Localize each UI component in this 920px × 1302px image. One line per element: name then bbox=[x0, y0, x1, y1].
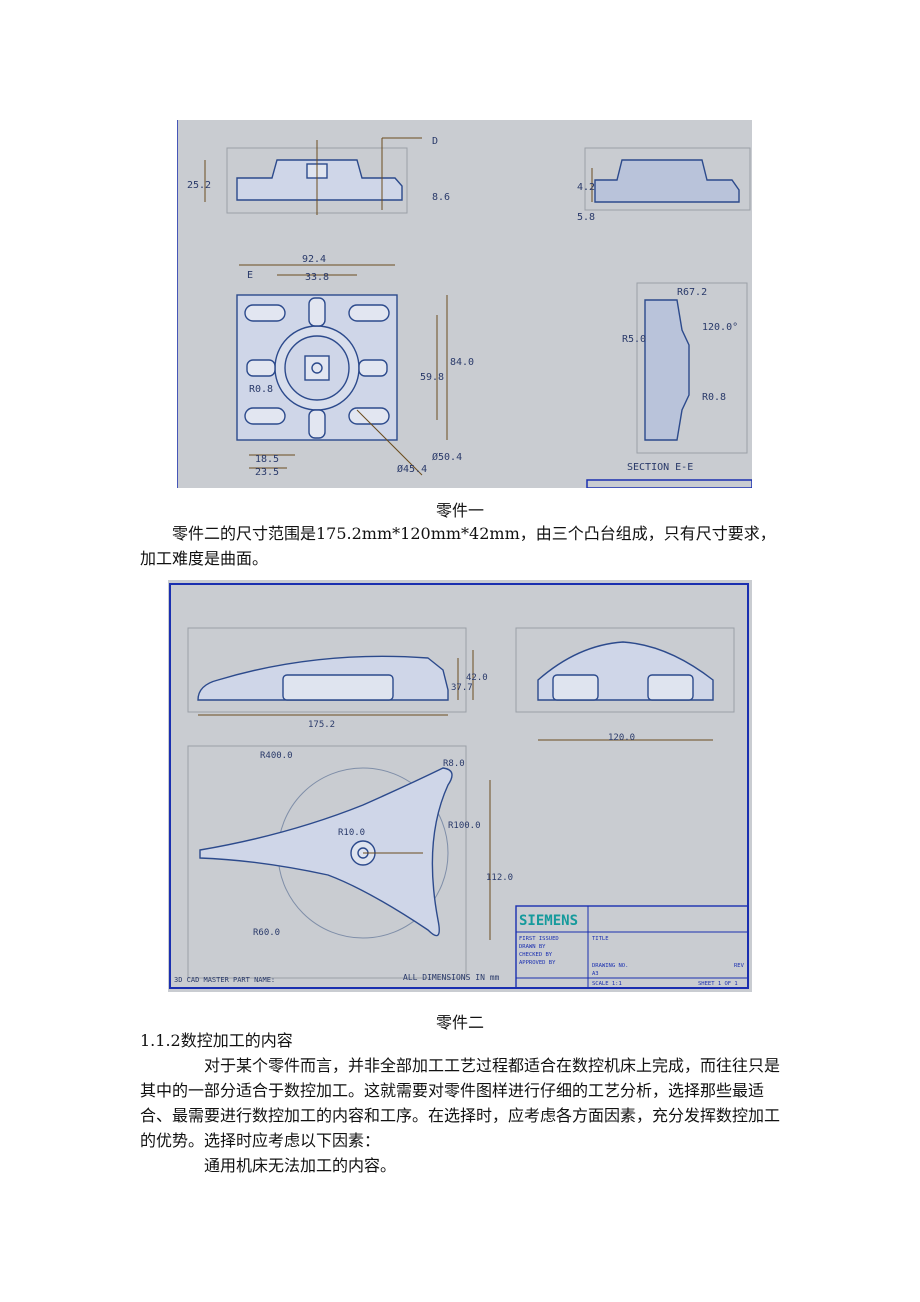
dim-r0-8: R0.8 bbox=[249, 384, 273, 395]
tb-approved-by: APPROVED BY bbox=[519, 960, 556, 966]
tb-size: A3 bbox=[592, 971, 599, 977]
dim-r100: R100.0 bbox=[448, 821, 481, 831]
figure2-caption: 零件二 bbox=[435, 1013, 484, 1032]
label-d: D bbox=[432, 136, 438, 147]
dim-r8: R8.0 bbox=[443, 759, 465, 769]
dim-84-0: 84.0 bbox=[450, 357, 474, 368]
tb-drawn-by: DRAWN BY bbox=[519, 944, 546, 950]
dim-r0-8-section: R0.8 bbox=[702, 392, 726, 403]
master-part-label: 3D CAD MASTER PART NAME: bbox=[174, 976, 275, 984]
part-two-drawing: 175.2 37.7 42.0 120.0 R400.0 R8.0 R100.0… bbox=[168, 580, 752, 992]
tb-sheet: SHEET 1 OF 1 bbox=[698, 981, 738, 987]
dim-33-8: 33.8 bbox=[305, 272, 329, 283]
tb-rev: REV bbox=[734, 963, 745, 969]
paragraph-part-two: 零件二的尺寸范围是175.2mm*120mm*42mm，由三个凸台组成，只有尺寸… bbox=[140, 524, 776, 568]
tb-first-issued: FIRST ISSUED bbox=[519, 936, 559, 942]
dim-r5-0: R5.0 bbox=[622, 334, 646, 345]
figure1-caption: 零件一 bbox=[435, 501, 484, 520]
dim-4-2: 4.2 bbox=[577, 182, 595, 193]
dim-37-7: 37.7 bbox=[451, 683, 473, 693]
dim-angle-120: 120.0° bbox=[702, 322, 738, 333]
label-e: E bbox=[247, 270, 253, 281]
dim-8-6: 8.6 bbox=[432, 192, 450, 203]
section-heading: 1.1.2数控加工的内容 bbox=[140, 1031, 293, 1050]
dim-dia-50-4: Ø50.4 bbox=[432, 451, 462, 463]
dim-25-2: 25.2 bbox=[187, 180, 211, 191]
dim-112: 112.0 bbox=[486, 873, 513, 883]
dim-59-8: 59.8 bbox=[420, 372, 444, 383]
paragraph-nc-content: 对于某个零件而言，并非全部加工工艺过程都适合在数控机床上完成，而往往只是其中的一… bbox=[140, 1056, 781, 1150]
tb-checked-by: CHECKED BY bbox=[519, 952, 553, 958]
tb-drawing-no: DRAWING NO. bbox=[592, 963, 628, 969]
dim-r10: R10.0 bbox=[338, 828, 365, 838]
dim-23-5: 23.5 bbox=[255, 467, 279, 478]
siemens-logo: SIEMENS bbox=[519, 913, 578, 929]
all-dimensions-label: ALL DIMENSIONS IN mm bbox=[403, 973, 500, 982]
section-e-e-label: SECTION E-E bbox=[627, 462, 693, 473]
part-one-drawing: D E 25.2 8.6 92.4 33.8 59.8 84.0 R0.8 18… bbox=[177, 120, 752, 488]
dim-175-2: 175.2 bbox=[308, 720, 335, 730]
dim-42-0: 42.0 bbox=[466, 673, 488, 683]
tb-title: TITLE bbox=[592, 936, 609, 942]
dim-92-4: 92.4 bbox=[302, 254, 326, 265]
title-block: SIEMENS FIRST ISSUED DRAWN BY CHECKED BY… bbox=[515, 905, 749, 989]
dim-r400: R400.0 bbox=[260, 751, 293, 761]
dim-5-8: 5.8 bbox=[577, 212, 595, 223]
tb-scale: SCALE 1:1 bbox=[592, 981, 622, 987]
dim-r67-2: R67.2 bbox=[677, 287, 707, 298]
dim-r60: R60.0 bbox=[253, 928, 280, 938]
dim-18-5: 18.5 bbox=[255, 454, 279, 465]
dim-dia-45-4: Ø45.4 bbox=[397, 463, 427, 475]
paragraph-general-machine: 通用机床无法加工的内容。 bbox=[204, 1156, 397, 1175]
dim-120-0: 120.0 bbox=[608, 733, 635, 743]
